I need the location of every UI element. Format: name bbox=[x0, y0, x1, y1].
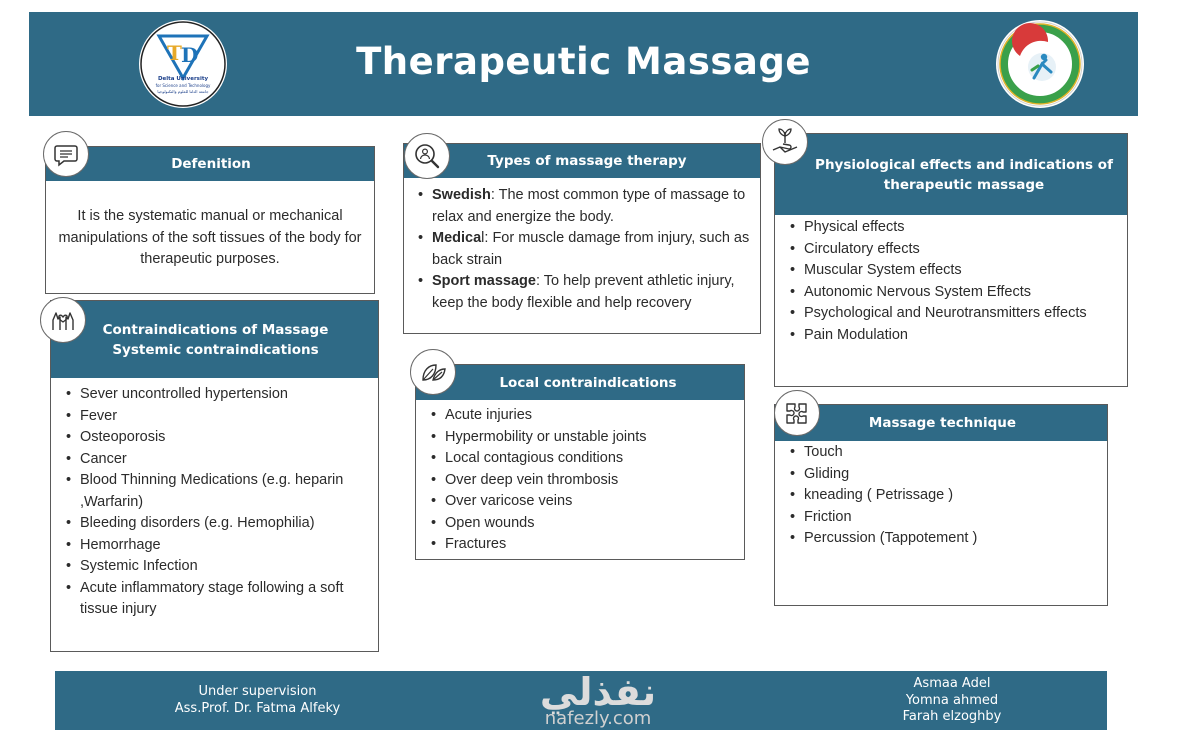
chat-icon bbox=[43, 131, 89, 177]
list-item: Touch bbox=[788, 442, 1097, 464]
author-name: Asmaa Adel bbox=[913, 676, 991, 691]
local-list: Acute injuries Hypermobility or unstable… bbox=[429, 405, 734, 556]
list-item: Gliding bbox=[788, 464, 1097, 486]
author-name: Farah elzoghby bbox=[902, 709, 1002, 724]
list-item: Acute injuries bbox=[429, 405, 734, 427]
svg-text:D: D bbox=[181, 43, 198, 67]
contraindications-title: Contraindications of Massage Systemic co… bbox=[51, 301, 378, 378]
contraindications-list: Sever uncontrolled hypertension Fever Os… bbox=[64, 384, 368, 621]
list-item: Psychological and Neurotransmitters effe… bbox=[788, 303, 1117, 325]
types-card: Types of massage therapy Swedish: The mo… bbox=[403, 143, 761, 334]
list-item: kneading ( Petrissage ) bbox=[788, 485, 1097, 507]
technique-title: Massage technique bbox=[775, 405, 1107, 441]
local-title: Local contraindications bbox=[416, 365, 744, 400]
author-name: Yomna ahmed bbox=[905, 692, 999, 708]
list-item: Sport massage: To help prevent athletic … bbox=[416, 271, 750, 314]
list-item: Sever uncontrolled hypertension bbox=[64, 384, 368, 406]
contraindications-card: Contraindications of Massage Systemic co… bbox=[50, 300, 379, 652]
contraindications-title-line-1: Contraindications of Massage bbox=[102, 321, 329, 338]
technique-list: Touch Gliding kneading ( Petrissage ) Fr… bbox=[788, 442, 1097, 550]
list-item: Hypermobility or unstable joints bbox=[429, 427, 734, 449]
list-item: Acute inflammatory stage following a sof… bbox=[64, 578, 368, 621]
logo-line-3: جامعة الدلتا للعلوم والتكنولوجيا bbox=[157, 89, 209, 94]
types-list: Swedish: The most common type of massage… bbox=[416, 185, 750, 314]
watermark-latin: nafezly.com bbox=[544, 708, 652, 729]
logo-line-2: for Science and Technology bbox=[156, 83, 211, 88]
supervision-block: Under supervision Ass.Prof. Dr. Fatma Al… bbox=[135, 684, 380, 717]
list-item: Percussion (Tappotement ) bbox=[788, 528, 1097, 550]
list-item: Osteoporosis bbox=[64, 427, 368, 449]
definition-card: Defenition It is the systematic manual o… bbox=[45, 146, 375, 294]
list-item: Circulatory effects bbox=[788, 239, 1117, 261]
definition-text: It is the systematic manual or mechanica… bbox=[58, 208, 362, 267]
puzzle-icon bbox=[774, 390, 820, 436]
hands-icon bbox=[40, 297, 86, 343]
list-item: Friction bbox=[788, 507, 1097, 529]
list-item: Blood Thinning Medications (e.g. heparin… bbox=[64, 470, 368, 513]
magnifier-person-icon bbox=[404, 133, 450, 179]
svg-text:T: T bbox=[167, 41, 182, 65]
list-item: Autonomic Nervous System Effects bbox=[788, 282, 1117, 304]
definition-title: Defenition bbox=[46, 147, 374, 181]
list-item: Medical: For muscle damage from injury, … bbox=[416, 228, 750, 271]
physiological-title: Physiological effects and indications of… bbox=[775, 134, 1127, 215]
list-item: Open wounds bbox=[429, 513, 734, 535]
list-item: Physical effects bbox=[788, 217, 1117, 239]
list-item: Bleeding disorders (e.g. Hemophilia) bbox=[64, 513, 368, 535]
list-item: Muscular System effects bbox=[788, 260, 1117, 282]
page-title: Therapeutic Massage bbox=[356, 40, 811, 83]
leaf-icon bbox=[410, 349, 456, 395]
list-item: Systemic Infection bbox=[64, 556, 368, 578]
hand-plant-icon bbox=[762, 119, 808, 165]
list-item: Over deep vein thrombosis bbox=[429, 470, 734, 492]
physiological-list: Physical effects Circulatory effects Mus… bbox=[788, 217, 1117, 346]
delta-university-logo: T D Delta University for Science and Tec… bbox=[139, 20, 227, 108]
list-item: Fractures bbox=[429, 534, 734, 556]
watermark: نفذلي nafezly.com bbox=[518, 670, 678, 728]
list-item: Fever bbox=[64, 406, 368, 428]
footer-banner: Under supervision Ass.Prof. Dr. Fatma Al… bbox=[55, 671, 1107, 730]
types-title: Types of massage therapy bbox=[404, 144, 760, 178]
physiological-card: Physiological effects and indications of… bbox=[774, 133, 1128, 387]
list-item: Hemorrhage bbox=[64, 535, 368, 557]
contraindications-title-line-2: Systemic contraindications bbox=[112, 341, 319, 358]
list-item: Swedish: The most common type of massage… bbox=[416, 185, 750, 228]
list-item: Over varicose veins bbox=[429, 491, 734, 513]
physical-therapy-faculty-seal bbox=[996, 20, 1084, 108]
list-item: Pain Modulation bbox=[788, 325, 1117, 347]
supervisor-name: Ass.Prof. Dr. Fatma Alfeky bbox=[174, 700, 341, 716]
supervision-label: Under supervision bbox=[198, 684, 317, 699]
local-contraindications-card: Local contraindications Acute injuries H… bbox=[415, 364, 745, 560]
logo-line-1: Delta University bbox=[158, 76, 209, 82]
header-banner: T D Delta University for Science and Tec… bbox=[29, 12, 1138, 116]
authors-block: Asmaa Adel Yomna ahmed Farah elzoghby bbox=[857, 676, 1047, 726]
technique-card: Massage technique Touch Gliding kneading… bbox=[774, 404, 1108, 606]
watermark-arabic: نفذلي bbox=[539, 670, 657, 714]
list-item: Cancer bbox=[64, 449, 368, 471]
list-item: Local contagious conditions bbox=[429, 448, 734, 470]
